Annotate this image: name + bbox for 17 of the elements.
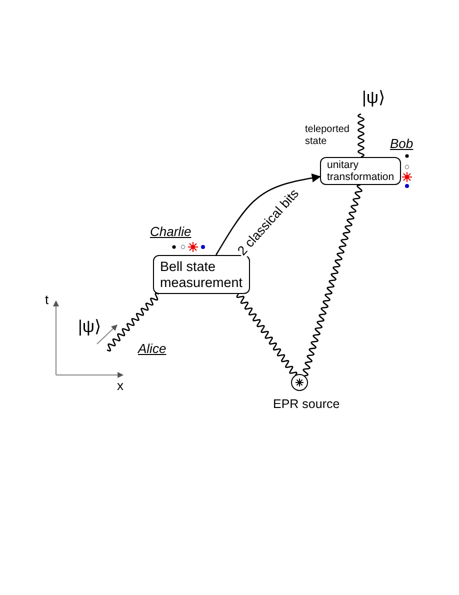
state-note: teleported state xyxy=(305,124,350,148)
axis-label: x xyxy=(117,378,124,393)
source-label: EPR source xyxy=(273,397,340,411)
party-name: Bob xyxy=(390,136,414,151)
state-symbol: |ψ⟩ xyxy=(78,316,102,337)
party-name: Charlie xyxy=(150,224,192,239)
source-circle xyxy=(291,374,308,391)
wavy-line xyxy=(357,113,365,158)
axis-label: t xyxy=(45,292,49,307)
wavy-line xyxy=(106,292,160,352)
transformation-box: unitary transformation xyxy=(320,157,401,185)
measurement-box: Bell state measurement xyxy=(153,255,250,294)
party-name: Alice xyxy=(138,341,166,356)
state-symbol: |ψ⟩ xyxy=(362,88,396,114)
wavy-line xyxy=(236,294,298,376)
arrow xyxy=(216,173,321,256)
wavy-line xyxy=(302,184,362,376)
